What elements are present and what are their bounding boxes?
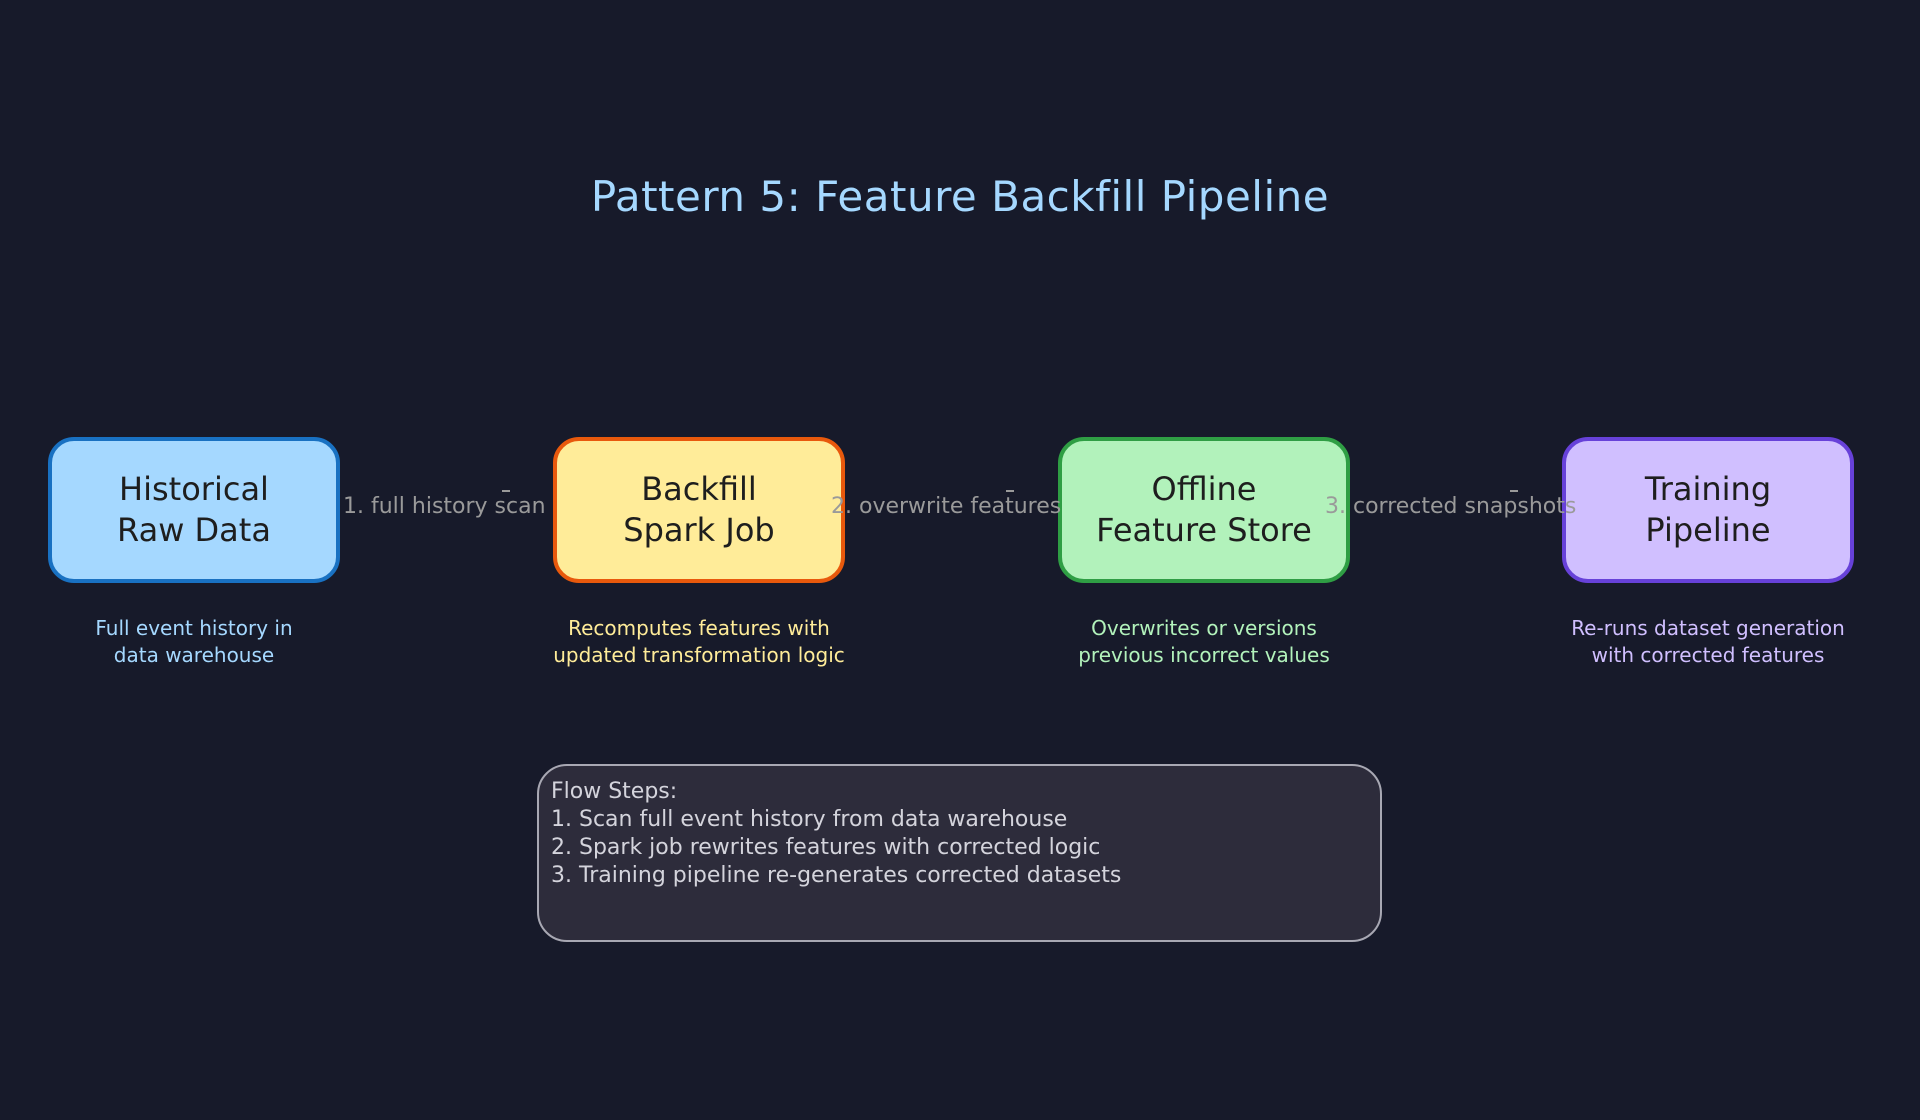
edge-label-full-history-scan[interactable]: 1. full history scan — [343, 494, 546, 519]
description-line2: previous incorrect values — [1078, 643, 1330, 667]
flow-step-item: 2. Spark job rewrites features with corr… — [551, 835, 1101, 860]
flow-steps-heading: Flow Steps: — [551, 779, 678, 804]
flow-steps-box[interactable]: Flow Steps: 1. Scan full event history f… — [537, 764, 1382, 942]
description-line1: Full event history in — [95, 616, 293, 640]
description-line2: with corrected features — [1591, 643, 1825, 667]
node-description-training: Re-runs dataset generation with correcte… — [1528, 615, 1888, 669]
edge-label-corrected-snapshots[interactable]: 3. corrected snapshots — [1325, 494, 1577, 519]
node-label-line1: Training — [1644, 470, 1772, 508]
description-line1: Recomputes features with — [568, 616, 830, 640]
node-description-backfill: Recomputes features with updated transfo… — [519, 615, 879, 669]
node-offline-feature-store[interactable]: Offline Feature Store — [1058, 437, 1350, 583]
edge-label-overwrite-features[interactable]: 2. overwrite features — [831, 494, 1062, 519]
flow-step-item: 3. Training pipeline re-generates correc… — [551, 863, 1122, 888]
node-backfill-spark-job[interactable]: Backfill Spark Job — [553, 437, 845, 583]
node-historical-raw-data[interactable]: Historical Raw Data — [48, 437, 340, 583]
arrow-tick-1 — [502, 490, 510, 492]
arrow-tick-2 — [1006, 490, 1014, 492]
node-label-line1: Offline — [1151, 470, 1257, 508]
node-description-offline-store: Overwrites or versions previous incorrec… — [1024, 615, 1384, 669]
node-description-historical: Full event history in data warehouse — [14, 615, 374, 669]
description-line2: data warehouse — [113, 643, 275, 667]
node-label-line1: Backfill — [641, 470, 757, 508]
node-label-line1: Historical — [119, 470, 269, 508]
node-label-line2: Spark Job — [623, 511, 775, 549]
flow-step-item: 1. Scan full event history from data war… — [551, 807, 1068, 832]
arrow-tick-3 — [1510, 490, 1518, 492]
node-label-line2: Raw Data — [117, 511, 271, 549]
description-line1: Overwrites or versions — [1091, 616, 1317, 640]
description-line1: Re-runs dataset generation — [1571, 616, 1845, 640]
diagram-title: Pattern 5: Feature Backfill Pipeline — [590, 172, 1330, 221]
description-line2: updated transformation logic — [553, 643, 845, 667]
node-training-pipeline[interactable]: Training Pipeline — [1562, 437, 1854, 583]
node-label-line2: Pipeline — [1645, 511, 1771, 549]
node-label-line2: Feature Store — [1096, 511, 1312, 549]
